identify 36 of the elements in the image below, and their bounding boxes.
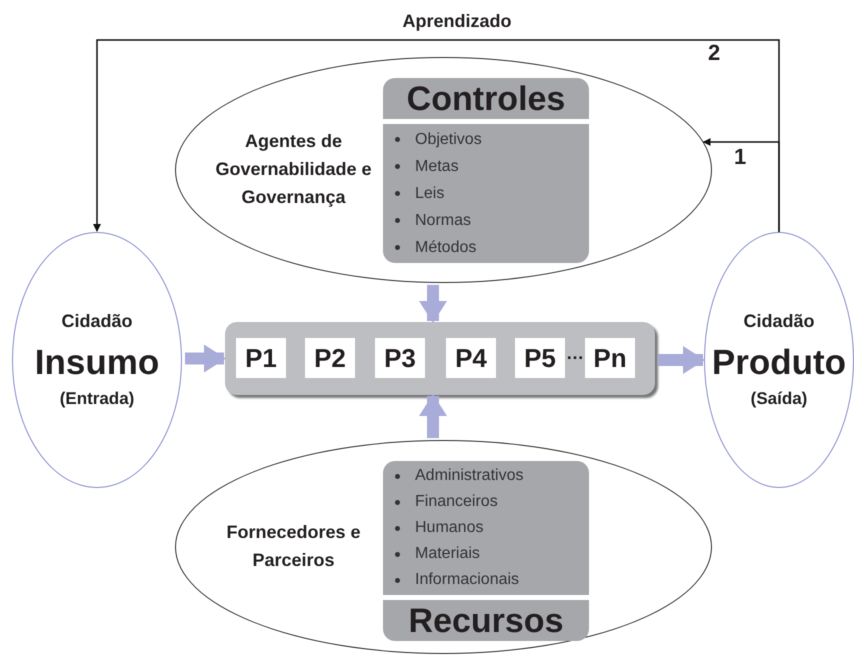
ellipse-title: Produto — [712, 345, 846, 380]
bullet-item: Administrativos — [415, 466, 524, 486]
bullet-item: Métodos — [415, 238, 476, 258]
bullet-item: Normas — [415, 210, 472, 230]
bullet-item: Humanos — [415, 518, 484, 538]
ellipse-label: Cidadão — [61, 310, 132, 334]
process-box — [225, 322, 655, 395]
ellipse-label: (Entrada) — [60, 388, 134, 410]
step-box: P3 — [375, 338, 425, 378]
step-number: 2 — [708, 42, 720, 64]
heading-band: Controles — [383, 78, 589, 119]
step-box: P2 — [305, 338, 355, 378]
step-box: Pn — [585, 338, 635, 378]
bullet-item: Materiais — [415, 544, 480, 564]
step-box: P4 — [446, 338, 496, 378]
ellipse-label: (Saída) — [750, 388, 808, 410]
ellipsis-mark: … — [566, 344, 584, 362]
bullet-item: Leis — [415, 184, 444, 204]
ellipse-label: Agentes de Governabilidade e Governança — [214, 130, 373, 209]
arrow — [93, 39, 780, 232]
heading-band: Recursos — [383, 600, 589, 641]
bullet-item: Metas — [415, 156, 459, 176]
block-arrow — [419, 394, 447, 438]
bullet-item: Financeiros — [415, 492, 498, 512]
step-number: 1 — [734, 146, 746, 168]
block-arrow — [419, 284, 447, 323]
block-arrow — [658, 346, 705, 374]
block-arrow — [185, 344, 226, 372]
step-box: P5 — [515, 338, 565, 378]
ellipse-title: Insumo — [34, 345, 160, 380]
ellipse-label: Cidadão — [743, 310, 814, 334]
arrow — [702, 138, 780, 232]
step-box: P1 — [236, 338, 286, 378]
ellipse-label: Fornecedores e Parceiros — [225, 521, 362, 572]
bullet-item: Objetivos — [415, 130, 482, 150]
bullet-item: Informacionais — [415, 570, 520, 590]
